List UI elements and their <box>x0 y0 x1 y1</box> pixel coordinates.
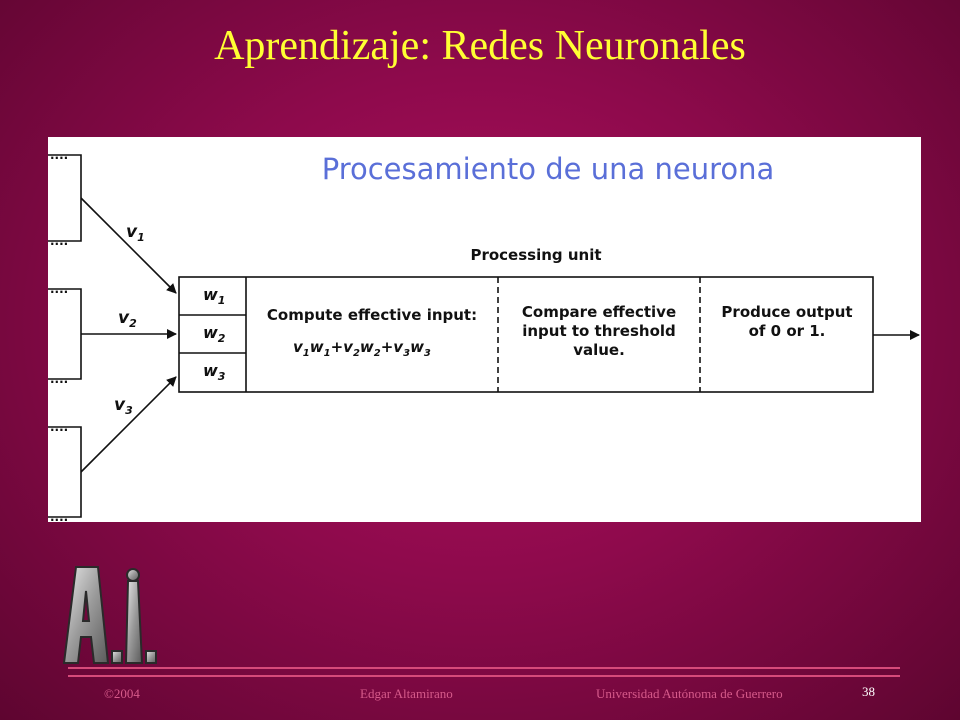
footer-author: Edgar Altamirano <box>360 686 453 701</box>
neuron-diagram: Procesamiento de una neurona .... .... .… <box>48 137 921 522</box>
stage1-formula: v1w1+v2w2+v3w3 <box>293 338 431 359</box>
weight-w3: w3 <box>203 361 226 383</box>
ai-logo <box>56 555 166 670</box>
weight-w1: w1 <box>203 285 225 307</box>
input-dots-3: .... <box>50 282 68 296</box>
input-arrow-3 <box>80 376 177 473</box>
slide-title: Aprendizaje: Redes Neuronales <box>214 23 746 69</box>
input-label-v2: v2 <box>118 308 137 330</box>
input-dots-1: .... <box>50 148 68 162</box>
stage2-line-1: Compare effective <box>522 303 676 321</box>
stage3-line-1: Produce output <box>721 303 852 321</box>
stage2-line-3: value. <box>573 341 625 359</box>
input-dots-2: .... <box>50 234 68 248</box>
weight-w2: w2 <box>203 323 226 345</box>
stage3-line-2: of 0 or 1. <box>749 322 826 340</box>
neuron-diagram-svg: Procesamiento de una neurona .... .... .… <box>48 148 920 522</box>
stage2-line-2: input to threshold <box>522 322 676 340</box>
input-dots-5: .... <box>50 420 68 434</box>
ai-logo-graphic <box>62 566 157 664</box>
input-dots-4: .... <box>50 372 68 386</box>
footer-institution: Universidad Autónoma de Guerrero <box>596 686 783 701</box>
input-dots: .... .... .... .... .... .... <box>50 148 68 522</box>
footer-copyright: ©2004 <box>104 686 140 701</box>
stage1-title: Compute effective input: <box>267 306 477 324</box>
diagram-heading: Procesamiento de una neurona <box>322 152 775 186</box>
input-label-v1: v1 <box>126 222 145 244</box>
input-arrow-1 <box>80 197 177 294</box>
footer-divider <box>68 667 900 677</box>
page-number: 38 <box>862 684 875 699</box>
input-dots-6: .... <box>50 510 68 522</box>
input-label-v3: v3 <box>114 395 133 417</box>
input-brackets <box>48 154 82 518</box>
input-arrows <box>80 197 177 473</box>
processing-unit-label: Processing unit <box>470 246 601 264</box>
